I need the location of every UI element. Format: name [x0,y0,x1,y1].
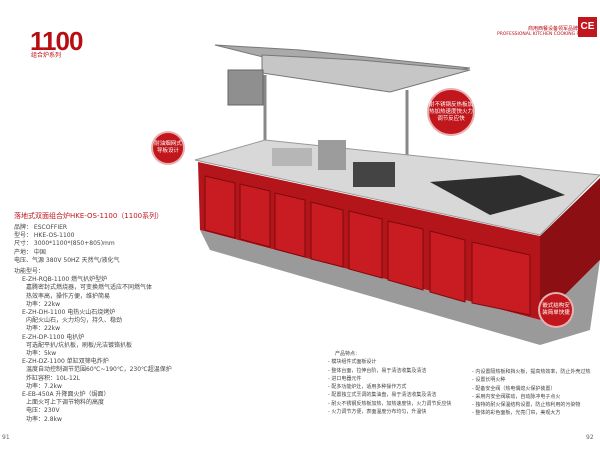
module-name: E-EB-450A 升降面火炉（焗面） [22,391,110,399]
module-line: 炸缸容积：10L-12L [26,374,81,382]
module-line: 电压：230V [26,407,60,415]
spec-line: 产地： 中国 [14,248,46,256]
module-name: E-ZH-DZ-1100 单缸双筛电炸炉 [22,358,109,366]
griddle [353,162,395,187]
spec-line: 电压、气源 380V 50HZ 天然气/液化气 [14,256,120,264]
module-line: 嘉腾密封式燃烧器，可变换燃气适应不同燃气体 [26,284,153,292]
spec-line: 品牌： ESCOFFIER [14,224,68,231]
cabinet-doors [204,175,531,316]
page-number-right: 92 [586,434,594,441]
feature-item: - 火力调节方便，表面温度分布均匀，升温快 [328,409,427,416]
salamander-unit [227,69,264,106]
callout-burner: 耐不锈钢反热板加热加热速度快火力调节反应快 [429,90,473,134]
module-line: 功率：22kw [26,325,61,333]
spec-line: 型号： HKE-OS-1100 [14,232,75,240]
features-title: 产品特点： [335,351,361,357]
feature-item: - 采用内安全阀联动，自动脉冲电子点火 [472,393,561,400]
feature-item: - 配置独立式烹调的集油盘，易于清洁收集及清洁 [328,392,437,399]
module-line: 功率：5kw [26,350,57,358]
module-line: 功率：22kw [26,300,61,308]
base-plinth [200,230,600,345]
gas-burners [430,175,565,215]
spec-line: 尺寸： 3000*1100*(850+805)mm [14,240,115,248]
feature-item: - 内设置隔热板和挡火板，提高热效率，防止外壳过热 [472,369,591,375]
ce-mark-logo: CE [578,17,597,37]
spec-title: 落地式双面组合炉HKE-OS-1100（1100系列） [14,212,164,220]
feature-item: - 配多功能炉灶，适用多种操作方式 [328,384,407,391]
feature-item: - 整体的彩色面板，光亮门帘，美观大方 [472,410,561,417]
brand-tagline-cn: 商用西餐设备领军品牌 [528,26,579,32]
module-name: E-ZH-RQB-1100 燃气扒炉型炉 [22,276,108,284]
model-number: 1100 [30,26,83,56]
feature-item: - 独特的耐火保温结构设置，防止热利用的污染物 [472,402,581,409]
page-number-left: 91 [2,434,10,441]
module-line: 功率：7.2kw [26,382,62,390]
config-label: 功能型号： [14,268,45,276]
module-line: 内配火山石，火力均匀，持久、稳劲 [26,317,123,325]
fryer-well [272,148,312,166]
brand-tagline-en: PROFESSIONAL KITCHEN COOKING RANGE [497,32,593,37]
feature-item: - 整体台面，拉伸台阶，易于清洁收集及清洁 [328,367,427,374]
module-name: E-ZH-DP-1100 电扒炉 [22,333,85,341]
callout-installation: 嵌式结构安装简单快捷 [540,294,572,326]
module-line: 温度自动控制调节范围60℃~190℃，230℃超温保护 [26,366,172,374]
module-line: 上面火可上下调节物料的高度 [26,399,105,407]
spec-block: 落地式双面组合炉HKE-OS-1100（1100系列） 品牌： ESCOFFIE… [14,211,172,424]
module-line: 可选配平扒/坑扒板，刷板/光洁镀铬扒板 [26,341,133,349]
lava-grill [318,140,346,170]
features-right: - 内设置隔热板和挡火板，提高热效率，防止外壳过热 - 设置长明火种 - 配备安… [472,368,590,418]
feature-item: - 配备安全阀（热电偶熄火保护装置） [472,385,556,392]
feature-item: - 模块组件式面板设计 [328,359,377,366]
feature-item: - 设置长明火种 [472,377,506,384]
module-line: 热效率高，操作方便，维护简易 [26,292,111,300]
overhead-shelf [261,54,471,93]
features-left: 产品特点： - 模块组件式面板设计 - 整体台面，拉伸台阶，易于清洁收集及清洁 … [328,350,451,416]
callout-grease-filter: 耐油烟网式导板设计 [153,133,183,163]
module-line: 功率：2.8kw [26,415,62,423]
base-side [540,178,600,320]
series-label: 组合炉系列 [31,52,62,59]
feature-item: - 耐火不锈钢反热板加热，加热速度快，火力调节反应快 [328,400,452,407]
feature-item: - 进口电器元件 [328,375,362,382]
module-name: E-ZH-DH-1100 电热火山石烧烤炉 [22,309,116,317]
